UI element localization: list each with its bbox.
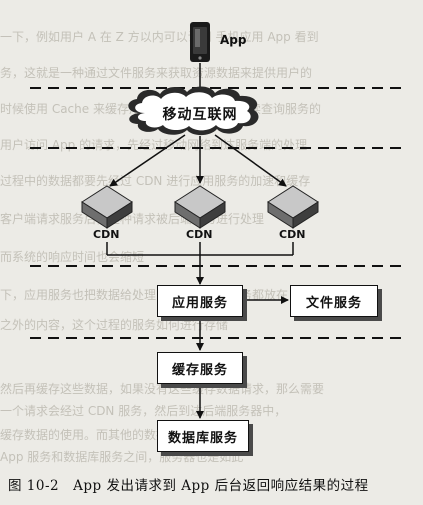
database-service-box: 数据库服务 [157, 420, 249, 452]
cdn-label: CDN [279, 228, 306, 241]
cdn-label: CDN [186, 228, 213, 241]
arrow-internet-to-cdn [214, 134, 287, 187]
cloud-icon [128, 86, 259, 136]
show-through-text: App 服务和数据库服务之间，服务器也是如此 [0, 450, 244, 464]
show-through-text: 然后再缓存这些数据，如果没有这些缓存数据请求，那么需要 [0, 382, 325, 396]
show-through-text: 一个请求会经过 CDN 服务，然后到达后端服务器中， [0, 404, 287, 418]
show-through-text: 之外的内容，这个过程的服务如何进行存储 [0, 318, 229, 332]
show-through-text: 过程中的数据都要先经过 CDN 进行应用服务的加速和缓存 [0, 174, 311, 188]
figure-caption: 图 10-2 App 发出请求到 App 后台返回响应结果的过程 [8, 474, 369, 494]
cdn-node-icon [267, 185, 319, 229]
figure-number: 图 10-2 [8, 478, 60, 494]
app-service-box: 应用服务 [157, 285, 243, 317]
arrow-internet-to-cdn [109, 134, 186, 187]
cache-service-box: 缓存服务 [157, 352, 243, 384]
app-label: App [220, 33, 247, 47]
file-service-box: 文件服务 [290, 285, 378, 317]
figure-caption-text: App 发出请求到 App 后台返回响应结果的过程 [73, 478, 369, 494]
phone-icon [190, 22, 210, 62]
cdn-node-icon [81, 185, 133, 229]
cdn-node-icon [174, 185, 226, 229]
show-through-text: 务，这就是一种通过文件服务来获取资源数据来提供用户的 [0, 66, 313, 80]
internet-label: 移动互联网 [162, 107, 238, 123]
show-through-text: 一下，例如用户 A 在 Z 方以内可以访问 手机应用 App 看到 [0, 30, 319, 44]
cdn-label: CDN [93, 228, 120, 241]
show-through-text: 而系统的响应时间也会缩短 [0, 250, 145, 264]
